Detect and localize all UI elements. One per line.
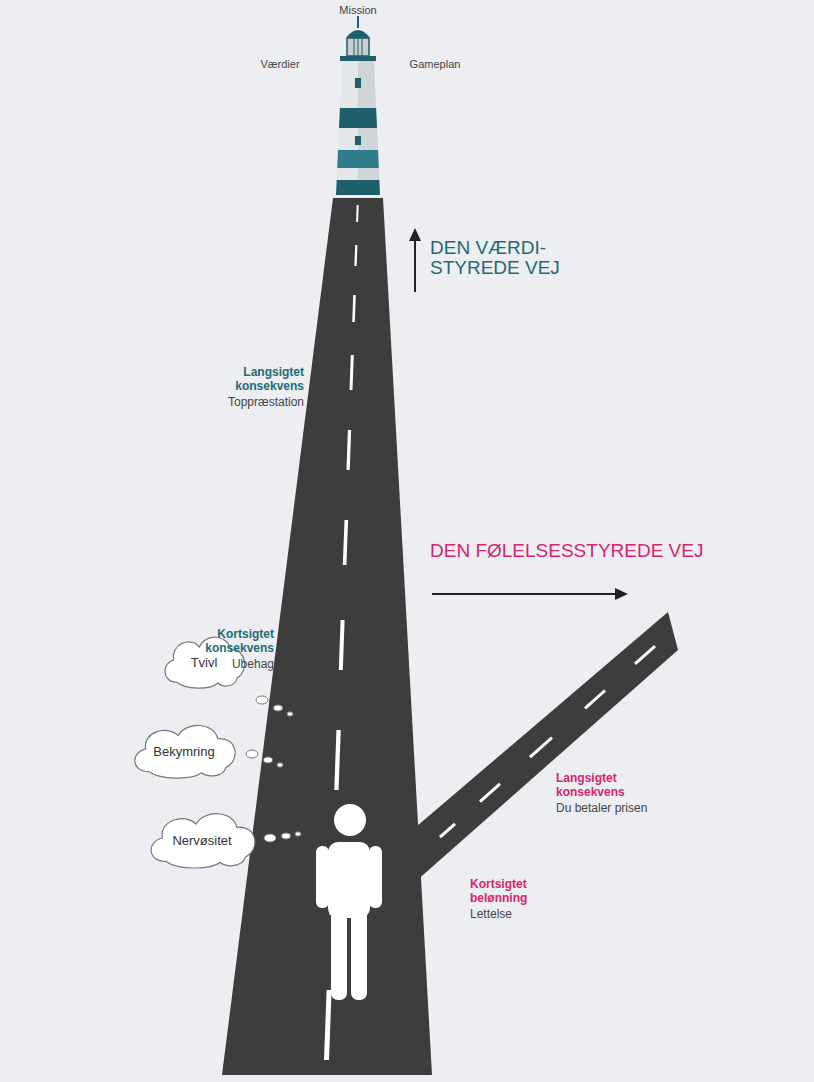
reward-heading: Kortsigtet belønning: [470, 878, 562, 906]
lighthouse-gallery: [340, 56, 376, 61]
thought-bubble: [274, 705, 283, 711]
lantern-bar: [362, 38, 363, 56]
lighthouse-lantern: [347, 38, 369, 56]
person-torso: [328, 842, 370, 918]
lane-dash: [336, 730, 338, 790]
consequence-heading: Langsigtet konsekvens: [212, 366, 304, 394]
lane-dash: [351, 355, 352, 390]
person-leg: [331, 908, 347, 1000]
thought-bubble: [282, 833, 291, 839]
lane-dash: [440, 824, 455, 837]
tower-band: [337, 150, 379, 168]
person-figure: [316, 804, 382, 1000]
direction-arrow: [432, 588, 628, 600]
thought-cloud: Bekymring: [126, 718, 242, 780]
lighthouse-dome: [346, 30, 370, 38]
lane-dash: [341, 620, 343, 670]
thought-bubble: [287, 712, 293, 716]
lane-dash: [635, 646, 655, 664]
lighthouse-spire: [357, 16, 359, 28]
tower-base: [336, 180, 380, 195]
lantern-bar: [358, 38, 359, 56]
arrow-line: [432, 593, 618, 595]
reward-text: Lettelse: [470, 908, 570, 922]
lane-dash: [585, 691, 605, 709]
lane-dash: [354, 245, 357, 266]
gameplan-label: Gameplan: [395, 58, 475, 71]
arrow-head: [409, 228, 421, 241]
thought-bubbles: [246, 696, 301, 842]
consequence-heading: Kortsigtet konsekvens: [182, 628, 274, 656]
lane-dash: [345, 520, 347, 565]
lighthouse-tower: [336, 61, 380, 195]
thought-bubble: [256, 696, 268, 704]
thought-bubble: [264, 757, 273, 763]
lane-dash: [327, 990, 330, 1060]
person-arm: [316, 846, 329, 908]
lane-dash: [480, 784, 500, 802]
consequence-text: Ubehag: [170, 658, 274, 672]
direction-arrow: [409, 228, 421, 292]
thought-bubble: [246, 750, 258, 758]
thought-bubble: [277, 763, 283, 767]
lantern-bar: [354, 38, 355, 56]
arrow-head: [615, 588, 628, 600]
cloud-text: Nervøsitet: [142, 806, 262, 870]
lane-dash: [348, 430, 349, 470]
mission-label: Mission: [318, 4, 398, 17]
consequence-heading: Langsigtet konsekvens: [556, 772, 656, 800]
branch-road: [410, 612, 678, 882]
values-label: Værdier: [245, 58, 315, 71]
tower-window: [355, 136, 361, 145]
person-arm: [369, 846, 382, 908]
person-head: [334, 804, 366, 836]
road-title: DEN FØLELSESSTYREDE VEJ: [430, 540, 750, 562]
consequence-text: Toppræstation: [200, 396, 304, 410]
tower-band: [339, 108, 377, 128]
lane-dash: [356, 205, 359, 222]
thought-cloud: Nervøsitet: [142, 806, 262, 870]
cloud-text: Bekymring: [126, 718, 242, 780]
lighthouse: [336, 16, 380, 195]
person-leg: [351, 908, 367, 1000]
arrow-line: [414, 238, 416, 292]
thought-bubble: [295, 832, 301, 836]
tower-window: [355, 78, 361, 88]
road-title: DEN VÆRDI- STYREDE VEJ: [430, 238, 565, 278]
lane-dash: [354, 295, 355, 322]
lane-dash: [530, 738, 552, 758]
consequence-text: Du betaler prisen: [556, 802, 696, 816]
thought-bubble: [264, 834, 276, 842]
